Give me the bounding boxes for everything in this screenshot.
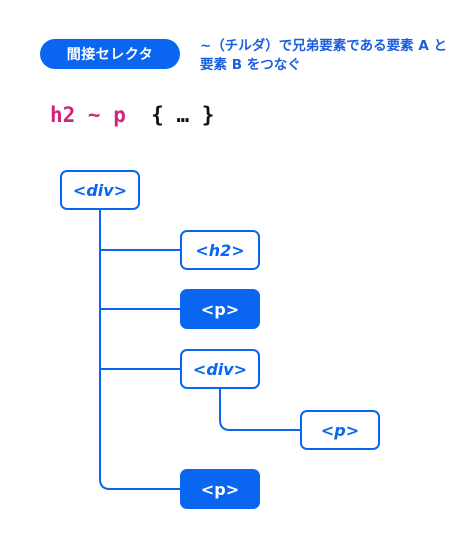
tree-node-label: <p> xyxy=(200,299,240,319)
badge-label: 間接セレクタ xyxy=(66,47,154,63)
tree-node-label: <div> xyxy=(192,359,248,379)
description-text: ~（チルダ）で兄弟要素である要素 A と要素 B をつなぐ xyxy=(200,38,448,73)
code-selector: h2 ~ p xyxy=(50,103,126,127)
tree-node-div-root: <div> xyxy=(60,170,140,210)
tree-node-p-nested: <p> xyxy=(300,410,380,450)
code-declaration-block: { … } xyxy=(151,103,215,127)
tree-node-div-child: <div> xyxy=(180,349,260,389)
code-example: h2 ~ p { … } xyxy=(50,97,214,133)
tree-node-label: <h2> xyxy=(195,240,245,260)
connector-trunk xyxy=(99,209,181,490)
tree-node-p-highlighted-last: <p> xyxy=(180,469,260,509)
tree-node-h2: <h2> xyxy=(180,230,260,270)
tree-node-label: <p> xyxy=(320,420,360,440)
connector-nested-p xyxy=(219,388,301,431)
selector-type-badge: 間接セレクタ xyxy=(40,39,180,69)
tree-node-label: <p> xyxy=(200,479,240,499)
tree-node-label: <div> xyxy=(72,180,128,200)
tree-node-p-highlighted: <p> xyxy=(180,289,260,329)
